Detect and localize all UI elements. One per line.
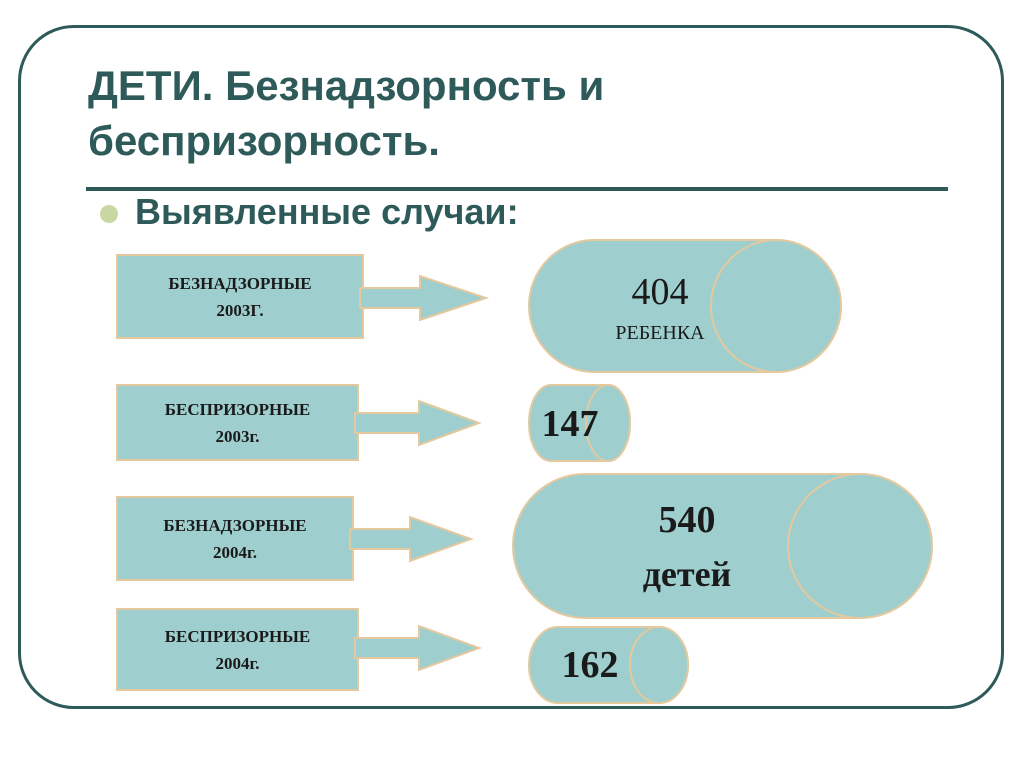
label-4-line-1: БЕСПРИЗОРНЫЕ	[164, 626, 311, 646]
cylinder-1	[528, 239, 842, 373]
title-underline	[86, 187, 948, 191]
cylinder-2	[528, 384, 631, 462]
arrow-right-icon	[359, 274, 490, 322]
bullet-dot-icon	[100, 205, 118, 223]
label-1-line-1: БЕЗНАДЗОРНЫЕ	[168, 273, 312, 293]
cylinder-4	[528, 626, 689, 704]
label-box-3: БЕЗНАДЗОРНЫЕ 2004г.	[116, 496, 354, 581]
label-box-1: БЕЗНАДЗОРНЫЕ 2003Г.	[116, 254, 364, 339]
label-3-line-2: 2004г.	[212, 542, 258, 562]
label-4-line-2: 2004г.	[215, 653, 260, 673]
value-4: 162	[561, 644, 619, 686]
arrow-right-icon	[349, 515, 474, 563]
slide-frame	[18, 25, 1004, 709]
arrow-right-icon	[354, 399, 482, 447]
label-box-4: БЕСПРИЗОРНЫЕ 2004г.	[116, 608, 359, 691]
label-1-line-2: 2003Г.	[216, 300, 264, 320]
label-2-line-1: БЕСПРИЗОРНЫЕ	[164, 399, 311, 419]
subtitle: Выявленные случаи:	[135, 191, 519, 232]
value-1: 404	[631, 271, 689, 313]
unit-1: РЕБЕНКА	[615, 322, 705, 344]
cylinder-3	[512, 473, 933, 619]
title-line-1: ДЕТИ. Безнадзорность и	[88, 62, 605, 109]
title-line-2: беспризорность.	[88, 117, 440, 164]
unit-3: детей	[642, 554, 732, 594]
slide-title: ДЕТИ. Безнадзорность и беспризорность.	[88, 58, 948, 168]
value-3: 540	[658, 499, 716, 541]
value-2: 147	[541, 403, 599, 445]
label-3-line-1: БЕЗНАДЗОРНЫЕ	[163, 515, 307, 535]
label-box-2: БЕСПРИЗОРНЫЕ 2003г.	[116, 384, 359, 461]
label-2-line-2: 2003г.	[215, 426, 260, 446]
arrow-right-icon	[354, 624, 482, 672]
